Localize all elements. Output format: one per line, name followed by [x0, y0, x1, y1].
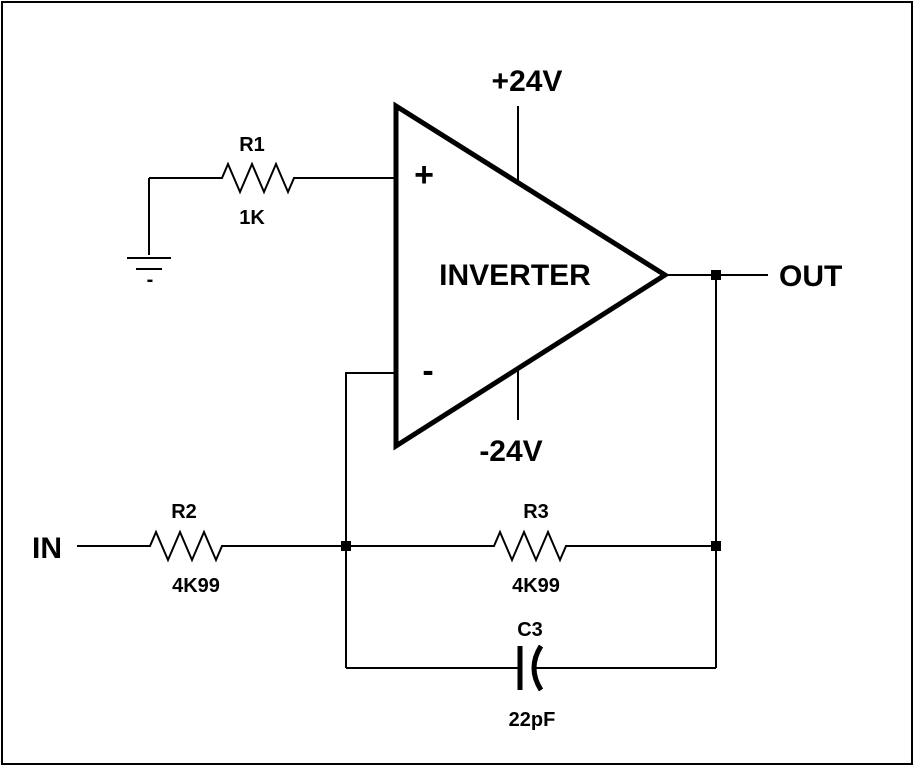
opamp-minus-sign: -	[422, 352, 433, 390]
supply-negative-label: -24V	[479, 435, 542, 468]
r1-resistor	[148, 161, 396, 255]
r3-resistor	[346, 529, 716, 563]
r1-value-label: 1K	[239, 207, 265, 229]
ground-mark: -	[147, 269, 154, 291]
r3-ref-label: R3	[523, 501, 549, 523]
c3-capacitor	[346, 644, 716, 692]
r3-value-label: 4K99	[512, 575, 560, 597]
opamp-symbol	[393, 101, 670, 451]
ground-symbol	[127, 257, 171, 270]
input-port-label: IN	[32, 532, 62, 565]
supply-positive-label: +24V	[492, 65, 563, 98]
c3-value-label: 22pF	[509, 709, 556, 731]
opamp-label: INVERTER	[439, 259, 591, 292]
r2-ref-label: R2	[171, 501, 197, 523]
r1-ref-label: R1	[239, 134, 265, 156]
r2-resistor	[77, 529, 346, 563]
output-port-label: OUT	[779, 260, 842, 293]
r2-value-label: 4K99	[172, 575, 220, 597]
opamp-plus-sign: +	[414, 156, 434, 194]
inverting-input-wire	[345, 372, 396, 668]
c3-ref-label: C3	[517, 619, 543, 641]
r3-output-junction	[711, 541, 721, 551]
